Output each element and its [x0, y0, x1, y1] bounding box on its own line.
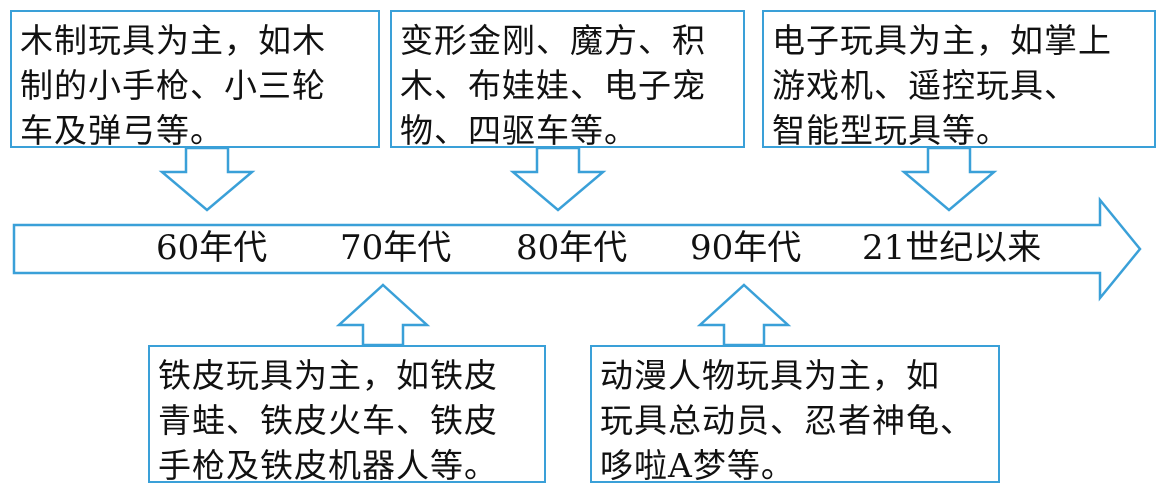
era-label-90s: 90年代 [690, 228, 802, 268]
description-line: 青蛙、铁皮火车、铁皮 [158, 401, 498, 440]
timeline-arrow [12, 196, 1142, 302]
description-line: 手枪及铁皮机器人等。 [158, 446, 498, 485]
era-label-80s: 80年代 [516, 228, 628, 268]
description-line: 游戏机、遥控玩具、 [772, 66, 1078, 105]
era-label-70s: 70年代 [340, 228, 452, 268]
down-arrow-80s [509, 146, 607, 212]
description-line: 木、布娃娃、电子宠 [400, 66, 706, 105]
description-line: 玩具总动员、忍者神龟、 [600, 401, 974, 440]
description-line: 智能型玩具等。 [772, 111, 1010, 150]
description-box-90s: 动漫人物玩具为主，如 玩具总动员、忍者神龟、 哆啦A梦等。 [590, 345, 1000, 485]
description-line: 制的小手枪、小三轮 [20, 66, 326, 105]
description-box-60s: 木制玩具为主，如木 制的小手枪、小三轮 车及弹弓等。 [10, 10, 380, 150]
description-line: 车及弹弓等。 [20, 111, 224, 150]
description-line: 铁皮玩具为主，如铁皮 [158, 356, 498, 395]
description-line: 哆啦A梦等。 [600, 446, 795, 485]
down-arrow-60s [158, 146, 256, 212]
description-line: 物、四驱车等。 [400, 111, 638, 150]
description-box-70s: 铁皮玩具为主，如铁皮 青蛙、铁皮火车、铁皮 手枪及铁皮机器人等。 [148, 345, 546, 485]
up-arrow-70s [335, 283, 431, 347]
description-line: 动漫人物玩具为主，如 [600, 356, 940, 395]
description-line: 电子玩具为主，如掌上 [772, 21, 1112, 60]
description-box-80s: 变形金刚、魔方、积 木、布娃娃、电子宠 物、四驱车等。 [390, 10, 745, 150]
description-box-21st-century: 电子玩具为主，如掌上 游戏机、遥控玩具、 智能型玩具等。 [762, 10, 1156, 150]
era-label-60s: 60年代 [156, 228, 268, 268]
description-line: 木制玩具为主，如木 [20, 21, 326, 60]
era-label-21st-century: 21世纪以来 [862, 228, 1042, 268]
down-arrow-21c [900, 146, 998, 212]
description-line: 变形金刚、魔方、积 [400, 21, 706, 60]
up-arrow-90s [696, 283, 792, 347]
